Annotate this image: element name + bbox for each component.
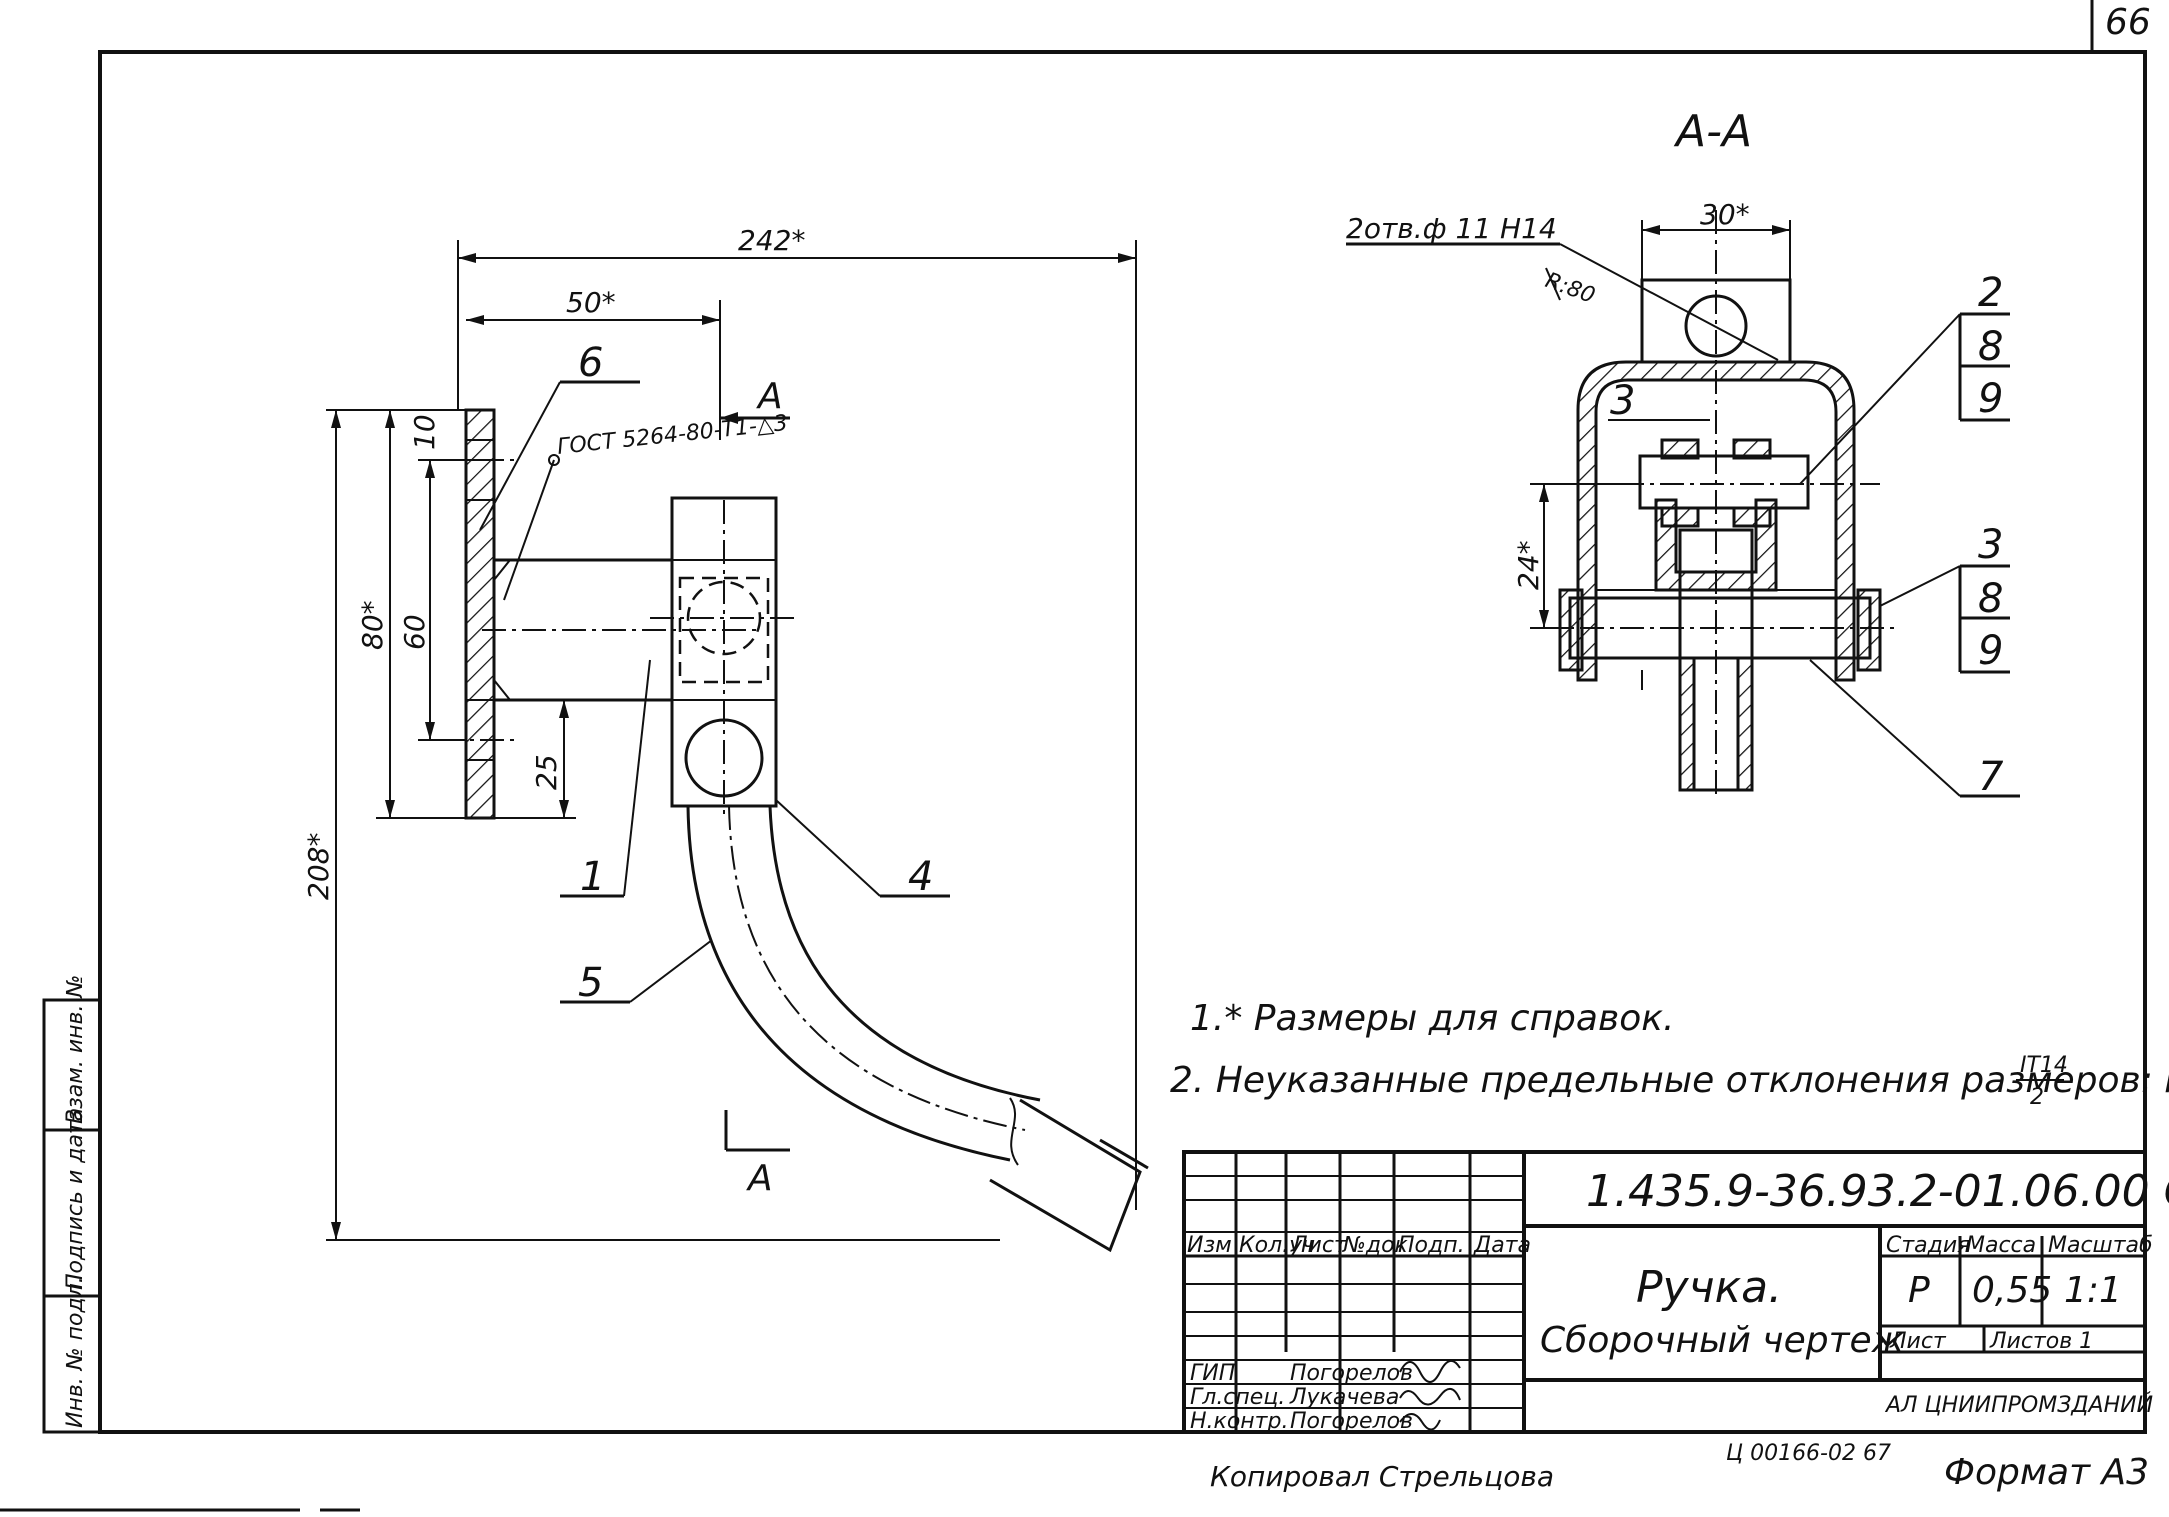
side-stamp-replace: Взам. инв. № — [63, 975, 88, 1124]
leader-5: 5 — [578, 960, 603, 1006]
format-label: Формат А3 — [1944, 1452, 2149, 1493]
dim-24: 24* — [1512, 540, 1545, 590]
tb-role-gip: ГИП — [1190, 1361, 1235, 1386]
upper-pin — [1638, 454, 1810, 510]
archive-code: Ц 00166-02 67 — [1726, 1441, 1891, 1466]
tb-role-glspec: Гл.спец. — [1190, 1385, 1285, 1410]
callout-2-9: 9 — [1978, 628, 2003, 674]
side-stamp-inv: Инв. № подл. — [63, 1276, 88, 1428]
tb-scale-label: Масштаб — [2048, 1233, 2153, 1258]
dim-60: 60 — [398, 614, 431, 650]
tb-sheet-label: Лист — [1889, 1329, 1947, 1354]
weld-ref: ГОСТ 5264-80-Т1-△3 — [556, 411, 789, 460]
tb-header-podp: Подп. — [1398, 1233, 1465, 1258]
section-marker-bottom: А — [746, 1158, 773, 1199]
side-stamp-signature: Подпись и дата — [63, 1108, 88, 1290]
tb-mass-label: Масса — [1966, 1233, 2036, 1258]
tb-mass-value: 0,55 — [1972, 1270, 2052, 1311]
note-2-fraction-num: IT14 — [2020, 1053, 2068, 1078]
bottom-captions: Копировал Стрельцова Ц 00166-02 67 Форма… — [1210, 1441, 2149, 1493]
dim-25: 25 — [530, 754, 563, 790]
housing — [1576, 360, 1856, 682]
tb-designation: 1.435.9-36.93.2-01.06.00 СБ — [1586, 1166, 2169, 1217]
tb-person-3: Погорелов — [1290, 1409, 1413, 1434]
page-number: 66 — [2105, 2, 2151, 43]
tb-person-2: Лукачева — [1289, 1385, 1399, 1410]
side-stamp: Инв. № подл. Подпись и дата Взам. инв. № — [42, 975, 102, 1434]
dim-overall-width: 242* — [738, 224, 805, 257]
title-block: Изм Кол.уч Лист №док Подп. Дата ГИП Гл.с… — [1182, 1150, 2169, 1434]
tb-scale-value: 1:1 — [2064, 1270, 2122, 1311]
tb-organization: АЛ ЦНИИПРОМЗДАНИЙ — [1884, 1392, 2153, 1418]
leader-1: 1 — [580, 854, 605, 900]
tb-header-izm: Изм — [1187, 1233, 1232, 1258]
leader-4: 4 — [908, 854, 933, 900]
dim-height: 208* — [302, 833, 335, 900]
copied-by: Копировал Стрельцова — [1210, 1460, 1554, 1493]
note-1: 1.* Размеры для справок. — [1190, 998, 1674, 1039]
dim-30: 30* — [1700, 198, 1750, 231]
tb-stage-value: Р — [1908, 1270, 1930, 1311]
leader-6: 6 — [578, 340, 603, 386]
section-marker-top: А — [756, 376, 783, 417]
main-view: 242* 50* А А 208* 80* 60 10 — [302, 224, 1149, 1253]
tb-header-data: Дата — [1473, 1233, 1531, 1258]
note-2-fraction-den: 2 — [2030, 1085, 2044, 1110]
r-label: R:80 — [1542, 268, 1598, 309]
notes: 1.* Размеры для справок. 2. Неуказанные … — [1170, 998, 2169, 1110]
callout-1-8: 8 — [1978, 324, 2003, 370]
tb-stage-label: Стадия — [1886, 1233, 1970, 1258]
tb-name-line2: Сборочный чертеж — [1540, 1320, 1905, 1361]
holes-label: 2отв.ф 11 Н14 — [1346, 212, 1557, 245]
dim-50: 50* — [566, 286, 616, 319]
callout-1-9: 9 — [1978, 376, 2003, 422]
dim-80: 80* — [356, 600, 389, 650]
handle-tube-inner — [768, 805, 1041, 1102]
tb-sheets-label: Листов 1 — [1989, 1329, 2093, 1354]
flange-plate — [464, 408, 496, 820]
note-2: 2. Неуказанные предельные отклонения раз… — [1170, 1060, 2169, 1101]
signatures — [1399, 1360, 1461, 1431]
leader-7: 7 — [1978, 754, 2004, 800]
tb-role-nkontr: Н.контр. — [1190, 1409, 1288, 1434]
tb-header-ndok: №док — [1342, 1233, 1409, 1258]
tb-name-line1: Ручка. — [1636, 1262, 1782, 1313]
leader-3-inner: 3 — [1610, 378, 1635, 424]
callout-2-8: 8 — [1978, 576, 2003, 622]
callout-1-2: 2 — [1978, 270, 2003, 316]
section-title: А-А — [1673, 106, 1752, 157]
tb-header-koluch: Кол.уч — [1239, 1233, 1315, 1258]
body-block — [670, 496, 778, 808]
handle-tube-outer — [686, 805, 1011, 1162]
tb-person-1: Погорелов — [1290, 1361, 1413, 1386]
callout-2-3: 3 — [1978, 522, 2003, 568]
section-view: А-А 30* 2отв.ф 11 Н14 R:80 3 — [1346, 106, 2020, 800]
dim-10: 10 — [408, 414, 441, 450]
tb-header-list: Лист — [1290, 1233, 1348, 1258]
